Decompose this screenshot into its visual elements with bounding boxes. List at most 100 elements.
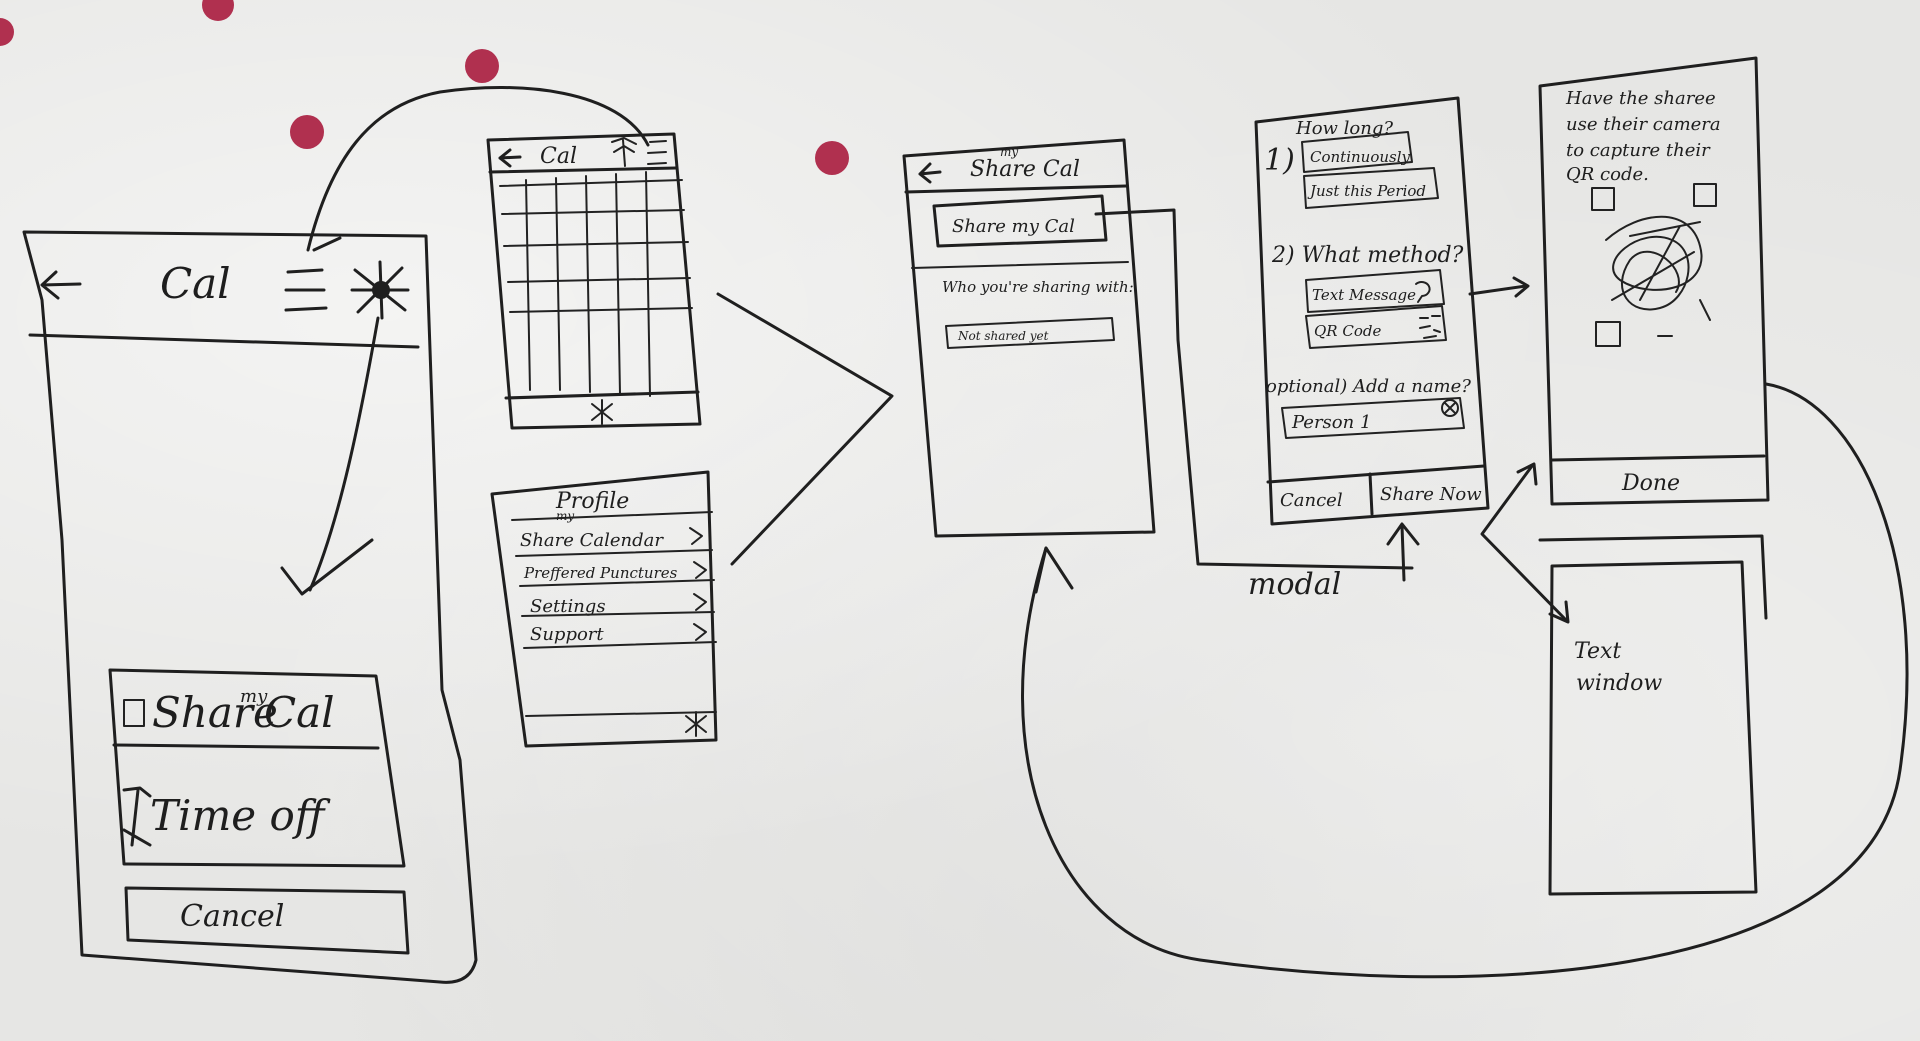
question-1: How long? [1295, 118, 1393, 139]
window-text-line: Text [1574, 639, 1621, 664]
arrow-head [1516, 462, 1538, 486]
footer-divider [1550, 454, 1766, 462]
flow-arrow [1094, 208, 1414, 570]
header-divider [904, 184, 1128, 194]
flow-arrow [1386, 522, 1420, 582]
who-label: Who you're sharing with: [942, 278, 1134, 296]
asterisk-icon [685, 711, 707, 737]
cancel-label: Cancel [180, 899, 284, 934]
button-label: Done [1621, 471, 1680, 496]
palm-tree-icon [611, 137, 637, 167]
magnet [815, 141, 849, 175]
question-1-number: 1) [1264, 143, 1295, 178]
phone-frame [902, 138, 1156, 538]
menu-item-share-calendar[interactable]: my Share Calendar [520, 509, 703, 551]
flow-arrow [308, 316, 380, 592]
button-label: Share my Cal [952, 216, 1075, 237]
shared-with-field[interactable]: Not shared yet [945, 317, 1115, 349]
cancel-button[interactable]: Cancel [1280, 490, 1343, 511]
hamburger-menu-icon [284, 268, 328, 312]
button-divider [1368, 472, 1374, 516]
divider [523, 641, 717, 649]
asterisk-icon [350, 260, 410, 320]
divider [515, 549, 713, 557]
chevron-right-icon [693, 623, 707, 641]
modal-label: modal [1248, 567, 1341, 602]
question-2: 2) What method? [1271, 243, 1464, 268]
magnet [0, 18, 14, 46]
flow-arrow [1021, 382, 1909, 979]
divider [911, 261, 1129, 269]
button-label: Cancel [1280, 490, 1343, 511]
menu-item-settings[interactable]: Settings [530, 593, 707, 617]
name-input[interactable]: Person 1 [1281, 397, 1465, 439]
share-my-cal-option[interactable]: Share my Cal [123, 686, 335, 737]
calendar-icon [123, 699, 145, 727]
screen-title: Share Cal [970, 157, 1080, 182]
clear-icon[interactable] [1441, 399, 1459, 417]
phone-frame [486, 132, 702, 430]
clear-x-icon [1444, 402, 1456, 414]
item-label: Support [530, 624, 604, 645]
phone-frame [22, 230, 478, 984]
method-label: Text Message [1312, 286, 1416, 304]
left-arrow-icon [498, 148, 522, 168]
chevron-right-icon [689, 527, 703, 545]
instruction-line: QR code. [1566, 164, 1649, 185]
palm-tree-icon [122, 786, 152, 847]
screen-title: Cal [540, 144, 577, 169]
chevron-right-icon [693, 593, 707, 611]
optional-question: optional) Add a name? [1266, 376, 1471, 397]
screen-title: Cal [160, 259, 231, 308]
arrow-head [1548, 600, 1570, 624]
flow-arrow [1468, 276, 1530, 298]
share-now-button[interactable]: Share Now [1380, 484, 1482, 505]
magnet [465, 49, 499, 83]
screen-cal-action-sheet: Cal Share my Cal Time off Cancel [22, 230, 478, 984]
chevron-right-icon [693, 561, 707, 579]
option-label: Continuously [1310, 148, 1411, 166]
left-arrow-icon [918, 162, 942, 184]
option-continuously[interactable]: Continuously [1301, 131, 1413, 173]
magnet [202, 0, 234, 21]
flow-arrow [306, 85, 650, 252]
method-text-message[interactable]: Text Message [1305, 269, 1445, 313]
magnet [290, 115, 324, 149]
input-value: Person 1 [1291, 412, 1371, 433]
phone-frame [1254, 96, 1490, 526]
instruction-line: to capture their [1566, 140, 1711, 161]
menu-item-preferences[interactable]: Preffered Punctures [523, 561, 707, 582]
screen-text-window: Text window [1538, 534, 1768, 896]
divider [519, 579, 715, 587]
sheet-divider [112, 743, 380, 750]
divider [521, 611, 715, 617]
footer-divider [1266, 464, 1486, 484]
flow-arrow [716, 292, 894, 566]
share-my-cal-button[interactable]: Share my Cal [932, 194, 1108, 248]
menu-item-support[interactable]: Support [530, 623, 707, 645]
time-off-option[interactable]: Time off [122, 786, 331, 847]
instruction-line: use their camera [1566, 114, 1721, 135]
footer-divider [504, 390, 700, 400]
phone-frame [1548, 560, 1758, 896]
phone-frame [1538, 56, 1770, 506]
calendar-grid [499, 171, 693, 397]
screen-share-modal: How long? 1) Continuously Just this Peri… [1254, 96, 1490, 526]
done-button[interactable]: Done [1621, 471, 1680, 496]
flow-arrow [1480, 464, 1568, 622]
qr-code-icon [1419, 315, 1441, 339]
option-label: Time off [150, 791, 331, 840]
option-this-period[interactable]: Just this Period [1303, 167, 1439, 209]
method-qr-code[interactable]: QR Code [1305, 305, 1447, 349]
screen-share-cal: my Share Cal Share my Cal Who you're sha… [902, 138, 1156, 538]
action-sheet [108, 668, 406, 868]
option-label-tail: Cal [264, 688, 335, 737]
header-divider [28, 333, 420, 349]
hamburger-menu-icon [647, 140, 667, 165]
footer-divider [525, 711, 717, 717]
arrow-head [312, 236, 342, 252]
back-card-frame [1538, 534, 1768, 620]
left-arrow-icon [40, 270, 82, 300]
cancel-button[interactable]: Cancel [124, 886, 410, 955]
